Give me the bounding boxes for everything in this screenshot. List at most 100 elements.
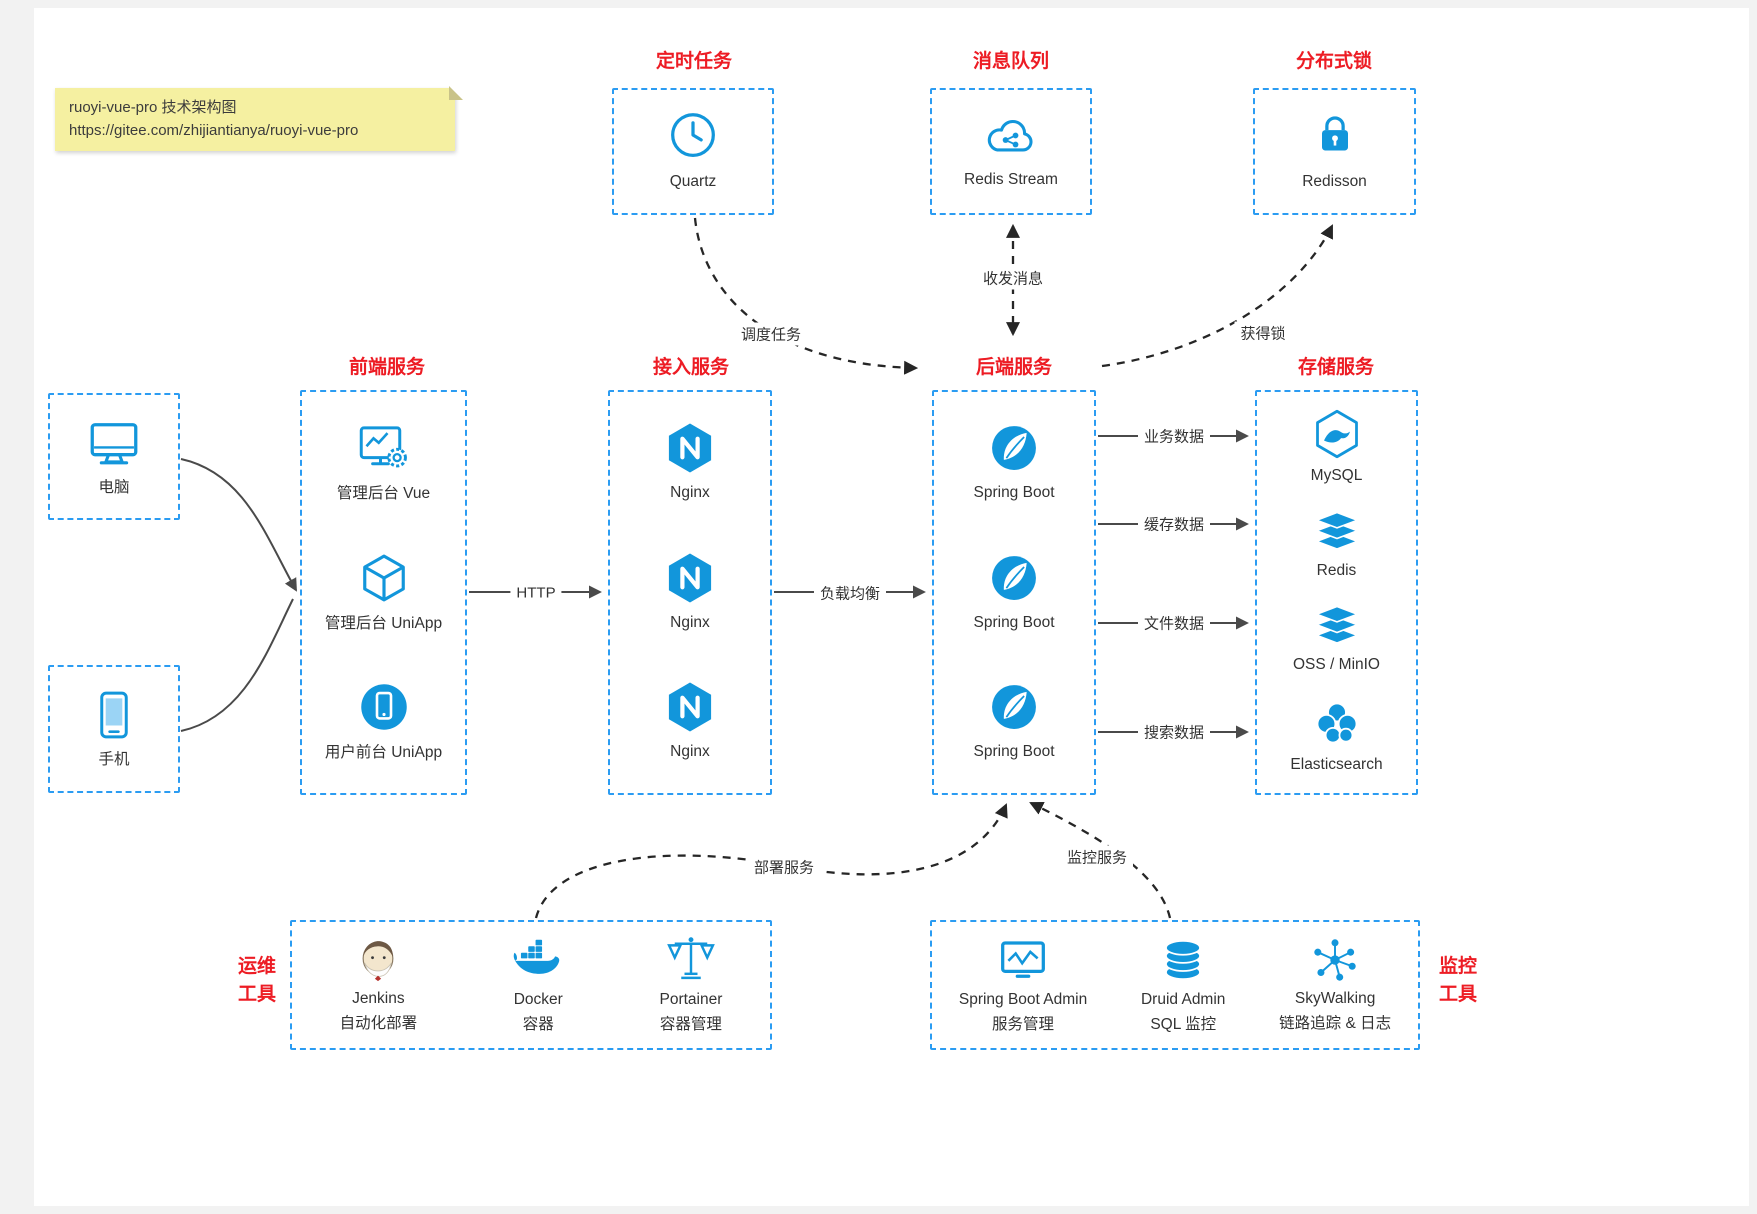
title-storage-services: 存储服务 (1297, 357, 1375, 378)
title-scheduled-tasks: 定时任务 (655, 51, 733, 72)
storage-item-mysql: MySQL (1311, 408, 1363, 487)
title-backend-services: 后端服务 (975, 357, 1053, 378)
access-item-nginx-3: Nginx (663, 680, 717, 763)
phone-label: 手机 (98, 750, 130, 768)
admin-monitor-gear-icon (356, 420, 412, 476)
title-distributed-lock: 分布式锁 (1295, 51, 1373, 72)
backend-item-spring-3: Spring Boot (974, 680, 1055, 763)
mysql-icon (1311, 408, 1363, 460)
portainer-name: Portainer (659, 990, 723, 1008)
storage-label-oss: OSS / MinIO (1293, 655, 1380, 673)
network-nodes-icon (1310, 935, 1360, 985)
edge-label-search-data: 搜索数据 (1137, 720, 1211, 744)
tool-portainer: Portainer 容器管理 (659, 934, 722, 1037)
desktop-icon (85, 413, 143, 471)
backend-item-spring-2: Spring Boot (974, 551, 1055, 634)
spring-boot-icon (987, 421, 1041, 475)
frontend-item-uniapp-admin: 管理后台 UniApp (325, 550, 442, 635)
spring-boot-icon (987, 551, 1041, 605)
title-access-services: 接入服务 (652, 357, 730, 378)
storage-item-oss: OSS / MinIO (1293, 603, 1380, 676)
pc-client-card: 电脑 (48, 393, 180, 520)
frontend-label-uniapp-user: 用户前台 UniApp (324, 744, 443, 762)
note-title: ruoyi-vue-pro 技术架构图 (69, 99, 237, 116)
tool-druid: Druid Admin SQL 监控 (1141, 934, 1225, 1037)
backend-label-spring-3: Spring Boot (973, 743, 1055, 761)
access-services-card: Nginx Nginx Nginx (608, 390, 772, 795)
cloud-share-icon (982, 112, 1040, 159)
nginx-icon (663, 680, 717, 734)
redis-stream-label: Redis Stream (964, 170, 1058, 188)
quartz-card: Quartz (612, 88, 774, 215)
edge-label-http: HTTP (510, 583, 562, 603)
title-frontend-services: 前端服务 (348, 357, 426, 378)
storage-services-card: MySQL Redis (1255, 390, 1418, 795)
note-url: https://gitee.com/zhijiantianya/ruoyi-vu… (69, 122, 359, 140)
phone-client-card: 手机 (48, 665, 180, 793)
monitor-chart-icon (997, 934, 1049, 986)
docker-whale-icon (512, 934, 564, 986)
redis-stream-card: Redis Stream (930, 88, 1092, 215)
tool-spring-boot-admin: Spring Boot Admin 服务管理 (959, 934, 1087, 1037)
circle-phone-icon (356, 679, 412, 735)
monitoring-tools-card: Spring Boot Admin 服务管理 Druid Admin SQL 监… (930, 920, 1420, 1050)
backend-item-spring-1: Spring Boot (974, 421, 1055, 504)
spring-boot-icon (987, 680, 1041, 734)
sba-name: Spring Boot Admin (958, 990, 1088, 1008)
docker-desc: 容器 (522, 1016, 554, 1033)
lock-icon (1309, 109, 1361, 161)
backend-label-spring-2: Spring Boot (973, 613, 1055, 631)
storage-item-redis: Redis (1311, 509, 1363, 582)
docker-name: Docker (513, 990, 563, 1008)
edge-label-load-balance: 负载均衡 (813, 581, 887, 605)
redisson-label: Redisson (1302, 173, 1367, 191)
jenkins-name: Jenkins (352, 989, 405, 1007)
storage-item-elasticsearch: Elasticsearch (1290, 697, 1383, 776)
database-icon (1157, 934, 1209, 986)
tool-docker: Docker 容器 (512, 934, 564, 1037)
druid-desc: SQL 监控 (1150, 1016, 1217, 1033)
monitoring-tools-title: 监控 工具 (1438, 956, 1478, 1005)
oss-stack-icon (1311, 603, 1363, 649)
backend-label-spring-1: Spring Boot (973, 484, 1055, 502)
nginx-icon (663, 551, 717, 605)
edge-label-lock: 获得锁 (1234, 321, 1292, 345)
ops-tools-card: Jenkins 自动化部署 Docker 容器 (290, 920, 772, 1050)
ops-tools-title: 运维 工具 (237, 956, 277, 1005)
storage-label-redis: Redis (1316, 561, 1357, 579)
tool-jenkins: Jenkins 自动化部署 (339, 935, 418, 1036)
druid-name: Druid Admin (1140, 990, 1226, 1008)
access-label-nginx-2: Nginx (670, 613, 710, 631)
quartz-label: Quartz (669, 173, 717, 191)
cube-icon (356, 550, 412, 606)
access-item-nginx-1: Nginx (663, 421, 717, 504)
edge-label-business-data: 业务数据 (1137, 424, 1211, 448)
backend-services-card: Spring Boot Spring Boot Spring Boot (932, 390, 1096, 795)
edge-label-file-data: 文件数据 (1137, 611, 1211, 635)
redis-stack-icon (1311, 509, 1363, 555)
title-message-queue: 消息队列 (972, 51, 1050, 72)
scales-icon (665, 934, 717, 986)
edge-label-schedule: 调度任务 (734, 322, 808, 346)
frontend-item-vue-admin: 管理后台 Vue (337, 420, 430, 505)
pc-label: 电脑 (98, 479, 130, 497)
edge-label-deploy: 部署服务 (747, 855, 821, 879)
jenkins-icon (353, 935, 403, 985)
edge-label-monitor: 监控服务 (1060, 845, 1134, 869)
frontend-item-uniapp-user: 用户前台 UniApp (325, 679, 442, 764)
frontend-label-uniapp-admin: 管理后台 UniApp (324, 614, 443, 632)
portainer-desc: 容器管理 (659, 1016, 722, 1033)
tool-skywalking: SkyWalking 链路追踪 & 日志 (1279, 935, 1391, 1036)
storage-label-mysql: MySQL (1310, 467, 1363, 485)
access-label-nginx-3: Nginx (670, 743, 710, 761)
mobile-phone-icon (86, 687, 142, 743)
nginx-icon (663, 421, 717, 475)
clock-icon (667, 109, 719, 161)
skywalking-desc: 链路追踪 & 日志 (1279, 1015, 1392, 1032)
frontend-label-vue-admin: 管理后台 Vue (336, 485, 431, 503)
elasticsearch-icon (1311, 697, 1363, 749)
edge-label-cache-data: 缓存数据 (1137, 512, 1211, 536)
access-label-nginx-1: Nginx (670, 484, 710, 502)
jenkins-desc: 自动化部署 (339, 1015, 418, 1032)
